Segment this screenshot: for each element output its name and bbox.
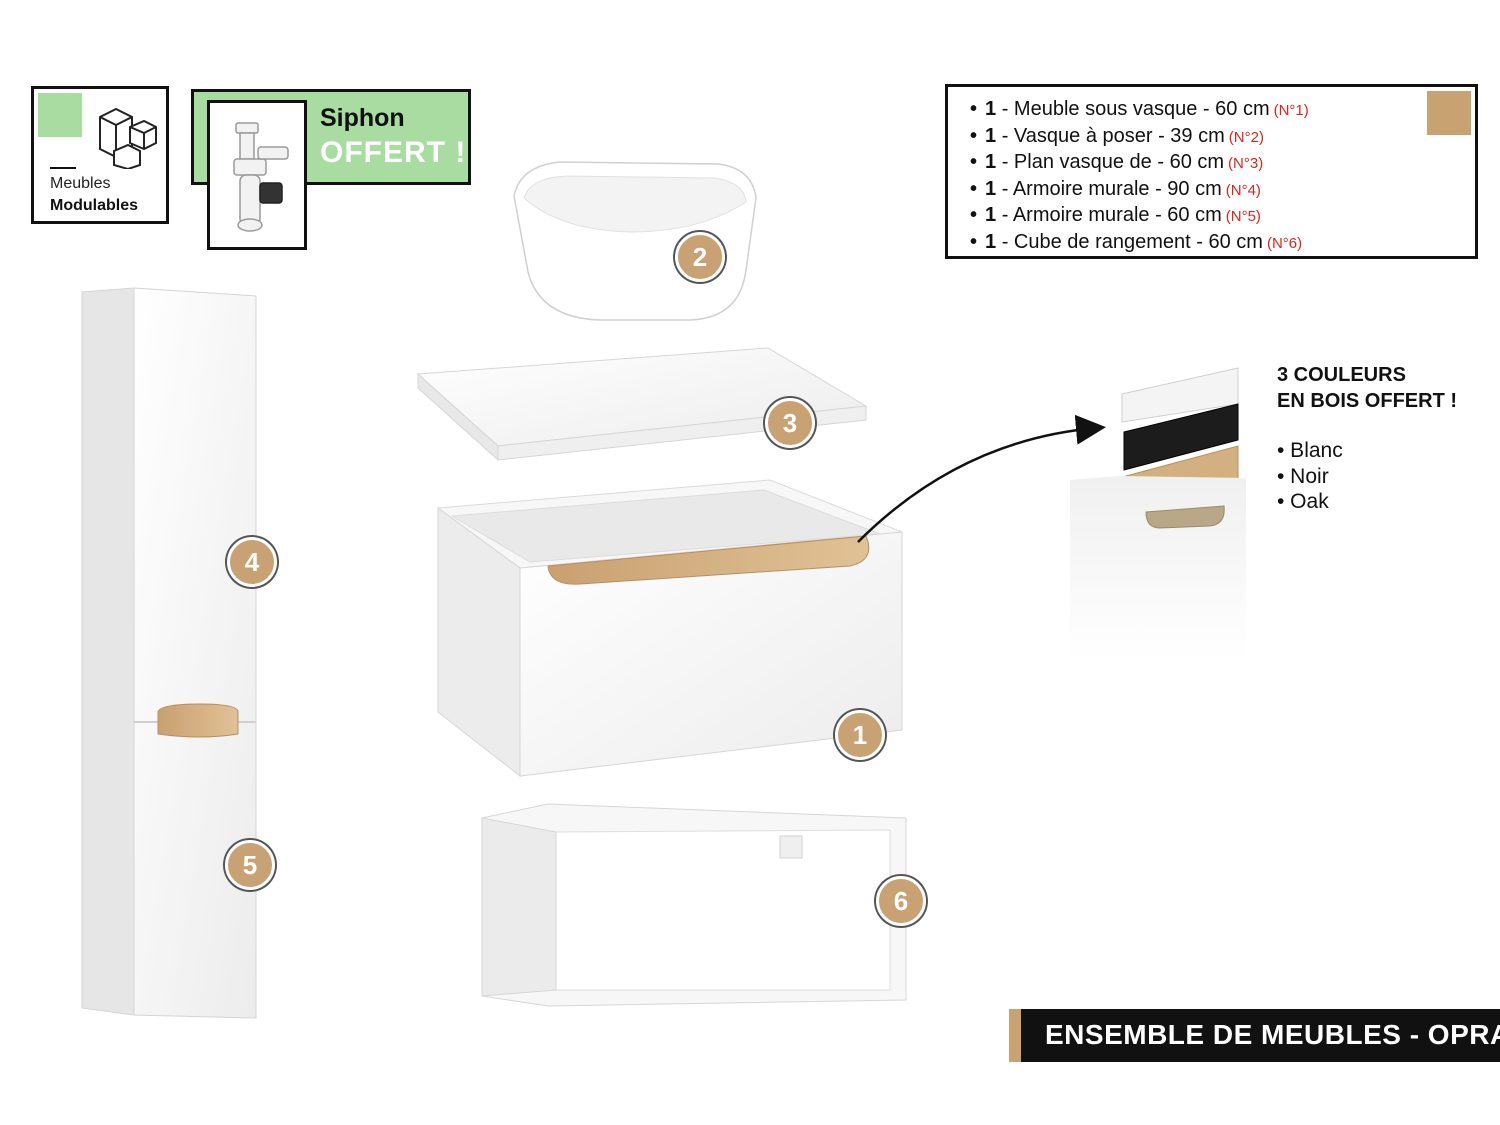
- footer-banner: ENSEMBLE DE MEUBLES - OPRA.: [1009, 1009, 1500, 1062]
- footer-title: ENSEMBLE DE MEUBLES - OPRA.: [1045, 1019, 1500, 1050]
- color-samples: [1070, 367, 1246, 660]
- list-item: •1 - Vasque à poser - 39 cm(N°2): [970, 124, 1264, 147]
- items-list-box: •1 - Meuble sous vasque - 60 cm(N°1) •1 …: [945, 84, 1478, 259]
- number-badge-5: 5: [225, 840, 275, 890]
- number-badge-4: 4: [227, 537, 277, 587]
- color-option-blanc: • Blanc: [1277, 439, 1343, 462]
- oak-swatch: [1427, 91, 1471, 135]
- color-option-noir: • Noir: [1277, 464, 1329, 488]
- divider-dash: [50, 167, 76, 169]
- vanity-drawer: [436, 479, 903, 778]
- siphon-offer-text: OFFERT !: [320, 136, 467, 169]
- tall-cabinet: [81, 287, 257, 1019]
- green-corner-accent: [38, 93, 82, 137]
- modulables-badge: Meubles Modulables: [31, 86, 169, 224]
- modulables-line1: Meubles: [50, 175, 111, 192]
- modulables-line2: Modulables: [50, 197, 139, 214]
- colors-title-line1: 3 COULEURS: [1277, 364, 1406, 386]
- color-option-oak: • Oak: [1277, 490, 1329, 513]
- colors-title: 3 COULEURS EN BOIS OFFERT !: [1277, 362, 1457, 414]
- siphon-icon: [233, 122, 289, 232]
- modular-cubes-icon: [99, 107, 157, 169]
- items-list: •1 - Meuble sous vasque - 60 cm(N°1) •1 …: [970, 97, 1309, 257]
- list-item: •1 - Meuble sous vasque - 60 cm(N°1): [970, 98, 1309, 120]
- number-badge-2: 2: [675, 232, 725, 282]
- list-item: •1 - Armoire murale - 90 cm(N°4): [970, 177, 1261, 200]
- number-badge-3: 3: [765, 398, 815, 448]
- list-item: •1 - Armoire murale - 60 cm(N°5): [970, 204, 1261, 227]
- colors-list: • Blanc • Noir • Oak: [1277, 438, 1343, 515]
- list-item: •1 - Plan vasque de - 60 cm(N°3): [970, 151, 1264, 174]
- storage-cube: [481, 803, 907, 1007]
- pointer-arrow: [857, 414, 1106, 543]
- footer-accent: [1009, 1009, 1021, 1062]
- list-item: •1 - Cube de rangement - 60 cm(N°6): [970, 230, 1303, 253]
- colors-title-line2: EN BOIS OFFERT !: [1277, 390, 1457, 412]
- siphon-title: Siphon: [320, 104, 405, 132]
- siphon-photo: [207, 100, 307, 250]
- black-sample: [1123, 403, 1239, 471]
- number-badge-6: 6: [876, 876, 926, 926]
- number-badge-1: 1: [835, 710, 885, 760]
